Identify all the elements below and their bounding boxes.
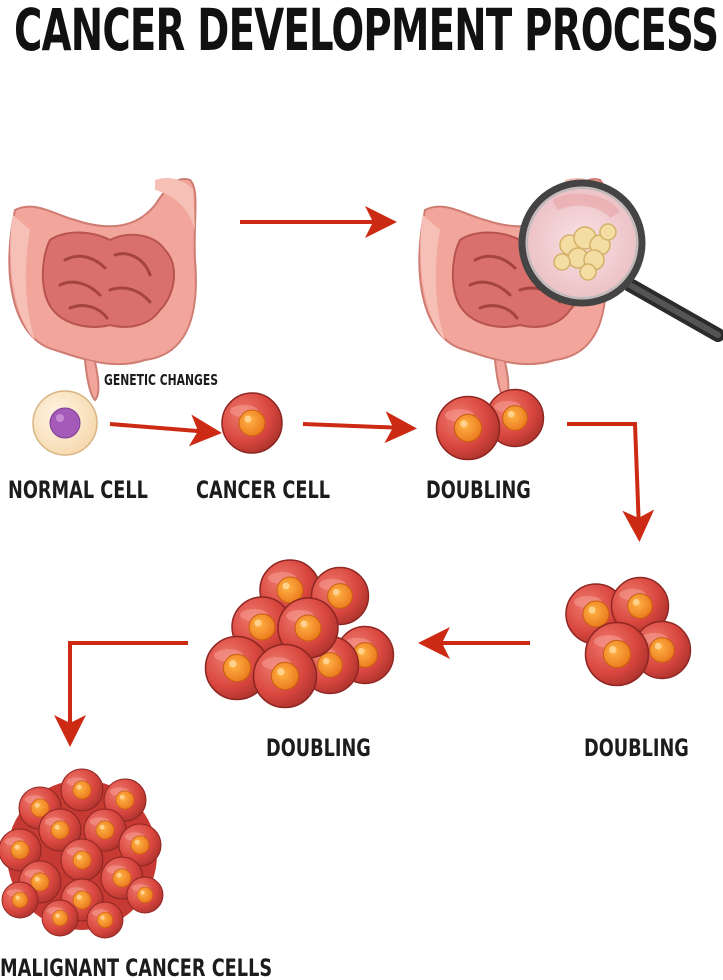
normal-cell-label: NORMAL CELL [8,476,148,504]
cell-cluster-icon [204,559,395,709]
arrow-icon [54,641,188,747]
genetic-changes-label: GENETIC CHANGES [104,371,219,389]
malignant-cells-label: MALIGNANT CANCER CELLS [0,954,273,980]
doubling-label-3: DOUBLING [266,734,371,762]
page-title: CANCER DEVELOPMENT PROCESS [14,0,719,64]
cell-cluster-icon [565,576,692,687]
doubling-label-2: DOUBLING [584,734,689,762]
arrow-icon [302,411,417,444]
doubling-label-1: DOUBLING [426,476,531,504]
magnifying-glass-icon [518,179,723,342]
normal-cell-icon [32,390,98,456]
cell-cluster-icon [435,388,545,461]
arrow-icon [109,414,222,447]
cancer-cell-icon [221,392,283,454]
intestine-icon [7,176,198,402]
cell-cluster-icon [0,768,164,939]
arrow-icon [567,422,655,542]
cancer-cell-label: CANCER CELL [196,476,331,504]
